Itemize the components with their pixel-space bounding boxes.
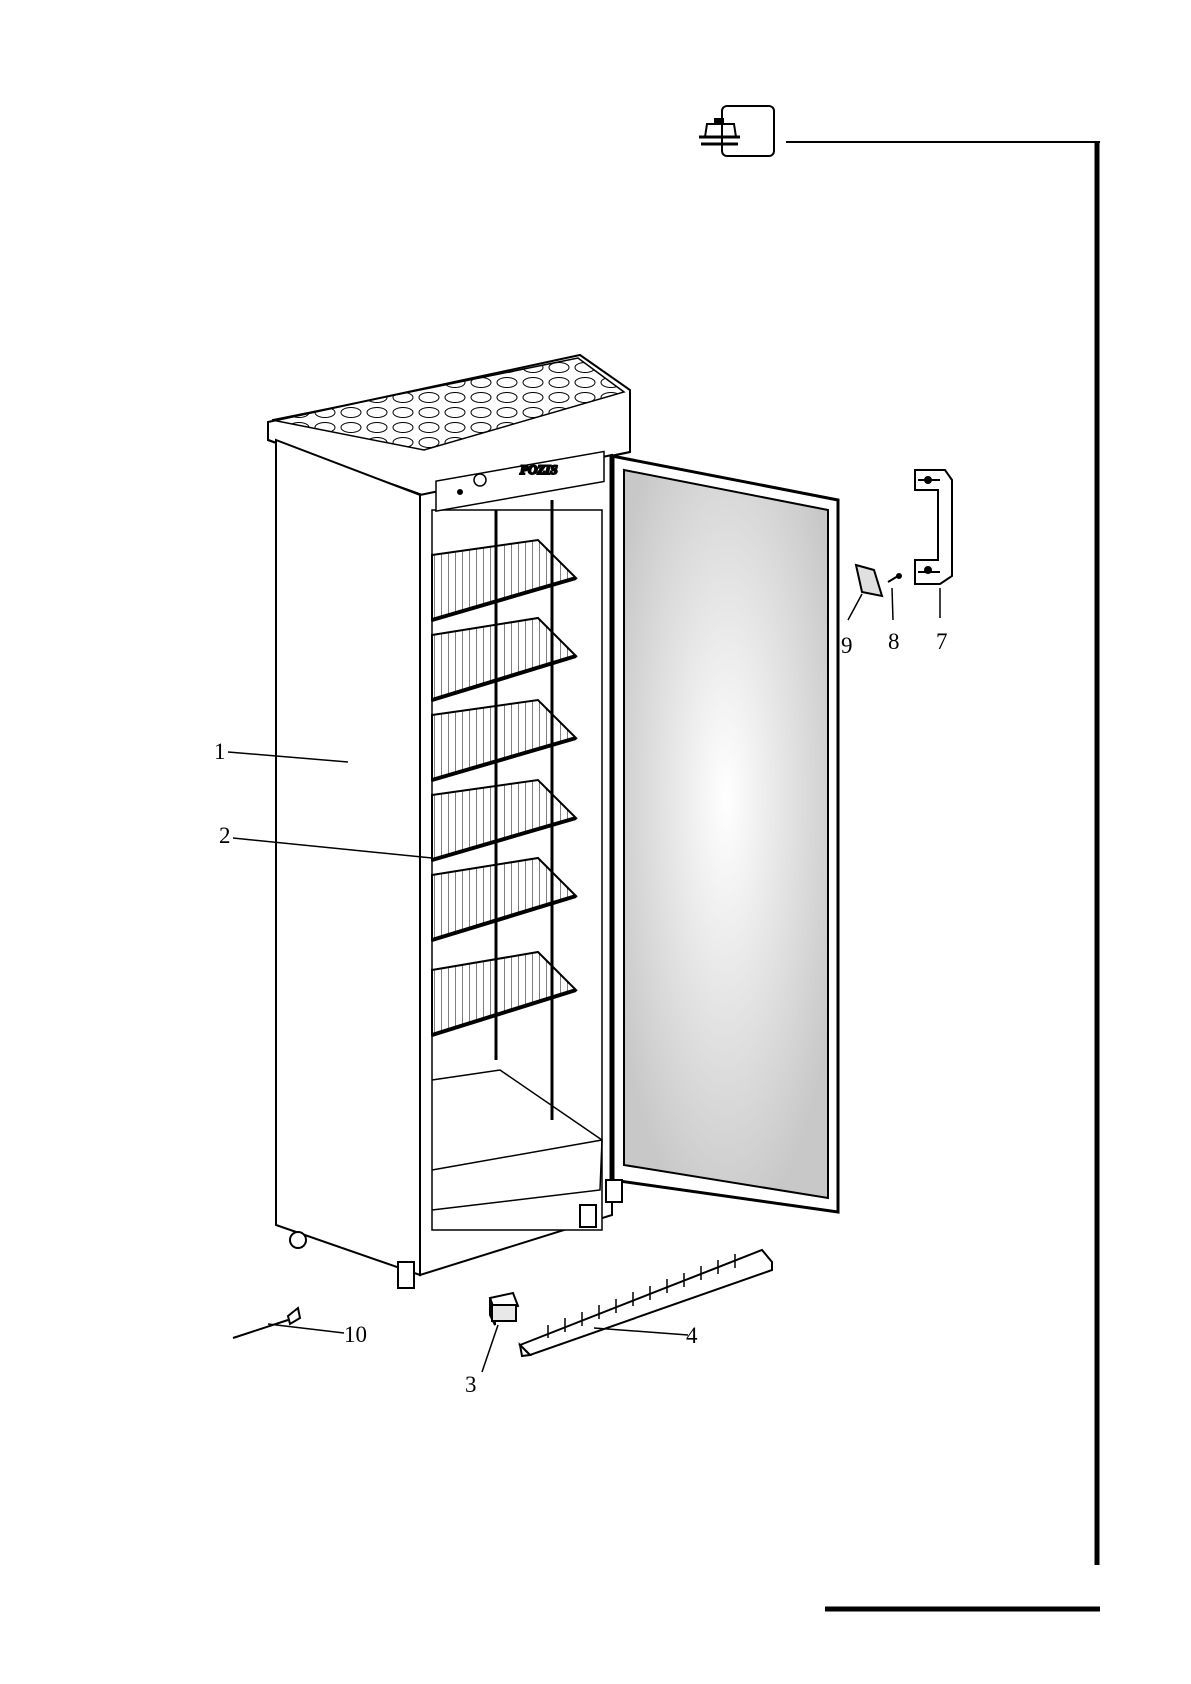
refrigerator-icon (699, 106, 774, 156)
callout-9: 9 (841, 633, 853, 658)
callout-2: 2 (219, 823, 231, 848)
callout-1: 1 (214, 739, 226, 764)
callout-3: 3 (465, 1372, 477, 1397)
sensor-probe-part (233, 1308, 300, 1338)
callout-7: 7 (936, 629, 948, 654)
bracket-part (490, 1293, 518, 1325)
callout-4: 4 (686, 1323, 698, 1348)
callout-8: 8 (888, 629, 900, 654)
callout-10: 10 (344, 1322, 367, 1347)
door-handle-part (915, 470, 952, 584)
glass-door (606, 456, 838, 1212)
screw-part (888, 574, 901, 582)
vented-plinth-part (520, 1250, 772, 1356)
cover-plate-part (856, 565, 882, 596)
brand-label: POZIS (520, 462, 558, 477)
